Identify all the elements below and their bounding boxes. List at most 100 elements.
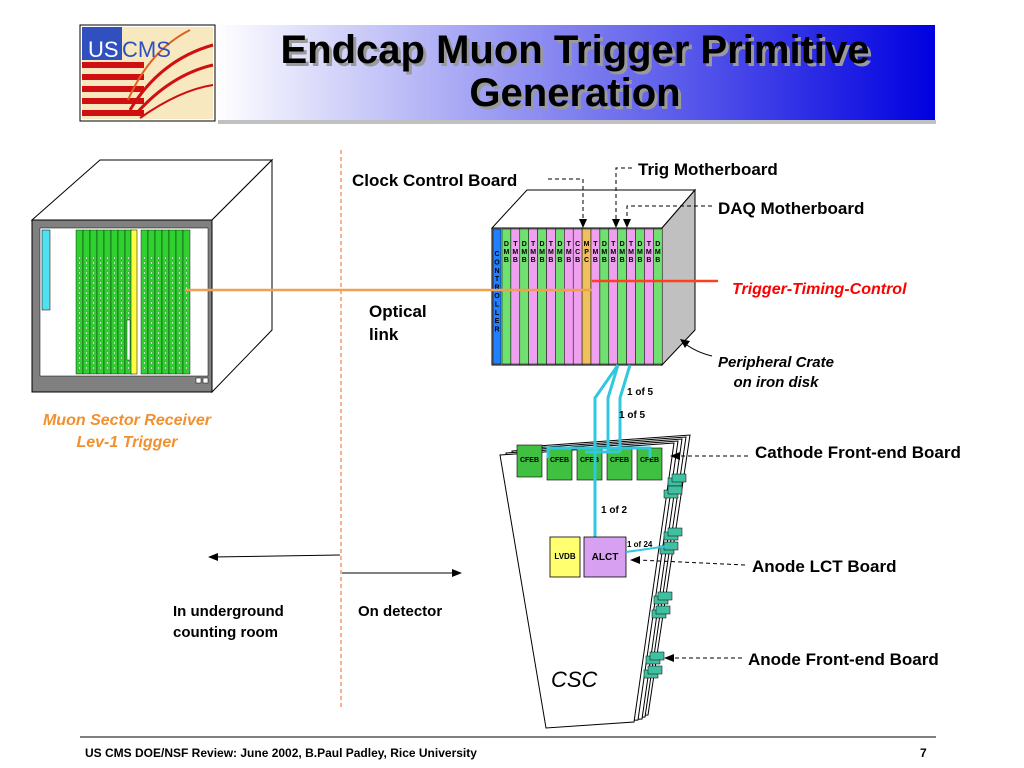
us-cms-logo: US CMS <box>79 24 216 122</box>
afeb-board <box>663 485 683 499</box>
crate-card-letter: M <box>637 249 643 256</box>
crate-card-letter: C <box>575 241 580 248</box>
crate-card-letter: B <box>602 257 607 264</box>
alct-label: ALCT <box>592 552 619 563</box>
receiver-card <box>147 229 156 375</box>
crate-card-letter: B <box>655 257 660 264</box>
one-of-5-label-a: 1 of 5 <box>627 387 654 398</box>
optical-link-label-2: link <box>369 325 399 344</box>
receiver-card <box>182 229 191 375</box>
receiver-card <box>75 229 84 375</box>
page-title-line2: Generation <box>469 71 680 115</box>
cfeb-label: CFEB <box>610 457 629 464</box>
footer-text: US CMS DOE/NSF Review: June 2002, B.Paul… <box>85 746 477 760</box>
underground-label-2: counting room <box>173 624 278 641</box>
crate-card-letter: M <box>628 249 634 256</box>
crate-card-letter: T <box>567 241 572 248</box>
peripheral-crate-label-2: on iron disk <box>733 374 819 391</box>
controller-letter: O <box>494 259 500 266</box>
crate-card-letter: B <box>593 257 598 264</box>
crate-card: TMB <box>644 228 654 365</box>
crate-card-letter: B <box>531 257 536 264</box>
trig-motherboard-pointer <box>615 167 632 222</box>
controller-letter: O <box>494 293 500 300</box>
receiver-card <box>175 229 184 375</box>
crate-card-letter: B <box>548 257 553 264</box>
crate-card: DMB <box>519 228 529 365</box>
on-detector-label: On detector <box>358 603 442 620</box>
crate-card: DMB <box>501 228 512 365</box>
ttc-label: Trigger-Timing-Control <box>732 281 907 298</box>
crate-card-letter: M <box>610 249 616 256</box>
crate-card-letter: P <box>584 249 589 256</box>
crate-card-letter: M <box>593 249 599 256</box>
crate-card-letter: C <box>575 249 580 256</box>
controller-letter: N <box>494 268 499 275</box>
crate-card-letter: B <box>540 257 545 264</box>
crate-card-letter: M <box>601 249 607 256</box>
receiver-card <box>82 229 91 375</box>
receiver-card <box>96 229 105 375</box>
crate-card-letter: D <box>602 241 607 248</box>
crate-card-letter: M <box>619 249 625 256</box>
receiver-card <box>140 229 149 375</box>
crate-card-letter: M <box>504 249 510 256</box>
crate-card-letter: M <box>584 241 590 248</box>
svg-text:Generation: Generation <box>472 74 683 118</box>
crate-card: CCB <box>572 228 583 365</box>
controller-letter: E <box>495 318 500 325</box>
crate-card-letter: T <box>611 241 616 248</box>
controller-letter: L <box>495 301 500 308</box>
crate-card: DMB <box>599 228 610 365</box>
csc-label: CSC <box>551 667 598 692</box>
receiver-card <box>161 229 170 375</box>
one-of-5-label-b: 1 of 5 <box>619 410 646 421</box>
crate-card-letter: B <box>637 257 642 264</box>
crate-card: TMB <box>564 228 574 365</box>
crate-card-letter: B <box>611 257 616 264</box>
crate-card-letter: B <box>566 257 571 264</box>
clock-control-board-label: Clock Control Board <box>352 171 517 190</box>
anode-frontend-board-label: Anode Front-end Board <box>748 650 939 669</box>
header: US CMS Endcap Muon Trigger Primitive End… <box>79 24 936 124</box>
one-of-24-label: 1 of 24 <box>627 540 653 549</box>
title-banner <box>215 25 935 121</box>
crate-card-letter: D <box>504 241 509 248</box>
receiver-card <box>168 229 177 375</box>
afeb-board <box>645 651 665 665</box>
afeb-board <box>651 605 671 619</box>
crate-card: DMB <box>555 228 565 365</box>
cathode-frontend-board-label: Cathode Front-end Board <box>755 443 961 462</box>
crate-card: DMB <box>537 228 547 365</box>
crate-card: TMB <box>528 228 538 365</box>
muon-sector-receiver-crate <box>30 158 274 394</box>
crate-card-letter: B <box>620 257 625 264</box>
crate-card-letter: M <box>512 249 518 256</box>
afeb-board <box>643 665 663 679</box>
peripheral-crate-label-1: Peripheral Crate <box>718 354 834 371</box>
trig-motherboard-label: Trig Motherboard <box>638 160 778 179</box>
logo-us-text: US <box>88 37 119 62</box>
crate-card-letter: M <box>646 249 652 256</box>
crate-card-letter: D <box>655 241 660 248</box>
clock-control-pointer <box>548 178 584 222</box>
lvdb-box <box>549 536 581 578</box>
crate-card: DMB <box>635 228 645 365</box>
crate-card-letter: M <box>521 249 527 256</box>
crate-card: TMB <box>510 228 521 365</box>
crate-card-letter: T <box>549 241 554 248</box>
crate-card: DMB <box>617 228 627 365</box>
crate-card-letter: T <box>629 241 634 248</box>
page-title-line1: Endcap Muon Trigger Primitive <box>281 28 870 72</box>
cfeb-label: CFEB <box>520 457 539 464</box>
crate-card-letter: B <box>522 257 527 264</box>
crate-card-letter: M <box>566 249 572 256</box>
crate-card-letter: D <box>540 241 545 248</box>
controller-letter: R <box>494 327 499 334</box>
cyan-links <box>546 364 652 552</box>
crate-card: TMB <box>608 228 618 365</box>
lev1-trigger-label: Lev-1 Trigger <box>76 434 178 451</box>
crate-card-letter: D <box>637 241 642 248</box>
crate-card-letter: M <box>539 249 545 256</box>
